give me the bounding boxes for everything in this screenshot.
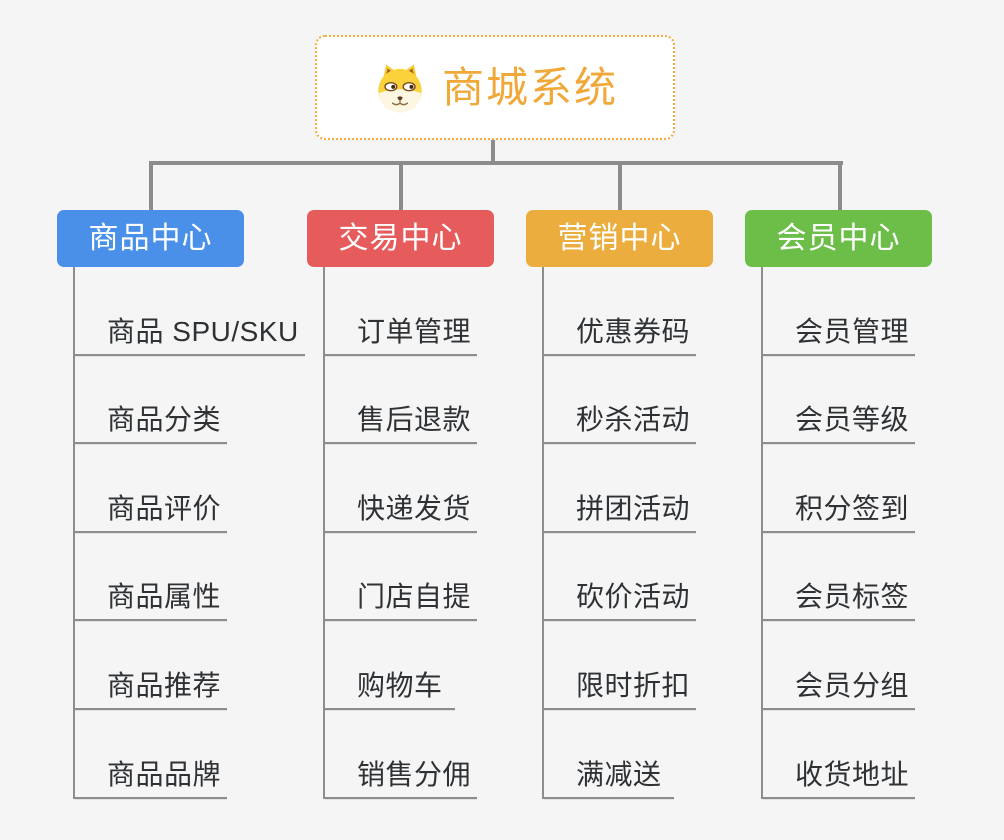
- mindmap-node-item[interactable]: 购物车: [325, 621, 455, 710]
- mindmap-node-item[interactable]: 会员管理: [763, 267, 916, 356]
- item-label: 砍价活动: [576, 581, 691, 613]
- mindmap-node-item[interactable]: 快递发货: [325, 444, 478, 533]
- branch-items-marketing: 优惠券码 秒杀活动 拼团活动 砍价活动 限时折扣 满减送: [542, 267, 776, 799]
- root-node[interactable]: 商城系统: [315, 35, 675, 140]
- branch-items-member: 会员管理 会员等级 积分签到 会员标签 会员分组 收货地址: [761, 267, 995, 799]
- item-label: 商品 SPU/SKU: [107, 315, 299, 347]
- mindmap-node-item[interactable]: 订单管理: [325, 267, 478, 356]
- branch-column-marketing: 营销中心 优惠券码 秒杀活动 拼团活动 砍价活动 限时折扣 满减送: [526, 210, 776, 799]
- shiba-dog-icon: [372, 62, 428, 114]
- mindmap-node-item[interactable]: 满减送: [544, 710, 674, 799]
- mindmap-node-item[interactable]: 会员分组: [763, 621, 916, 710]
- item-label: 满减送: [576, 758, 662, 790]
- branch-header-member[interactable]: 会员中心: [745, 210, 932, 267]
- item-label: 订单管理: [357, 315, 472, 347]
- branch-column-trade: 交易中心 订单管理 售后退款 快递发货 门店自提 购物车 销售分佣: [307, 210, 557, 799]
- branch-column-product: 商品中心 商品 SPU/SKU 商品分类 商品评价 商品属性 商品推荐 商品品牌: [57, 210, 307, 799]
- item-label: 商品推荐: [107, 669, 222, 701]
- connector-drop-product: [149, 161, 153, 210]
- mindmap-node-item[interactable]: 会员标签: [763, 533, 916, 622]
- mindmap-node-item[interactable]: 砍价活动: [544, 533, 697, 622]
- branch-column-member: 会员中心 会员管理 会员等级 积分签到 会员标签 会员分组 收货地址: [745, 210, 995, 799]
- connector-drop-trade: [399, 161, 403, 210]
- item-label: 商品评价: [107, 492, 222, 524]
- branch-header-marketing[interactable]: 营销中心: [526, 210, 713, 267]
- item-label: 积分签到: [795, 492, 910, 524]
- item-label: 收货地址: [795, 758, 910, 790]
- item-label: 优惠券码: [576, 315, 691, 347]
- root-title: 商城系统: [441, 63, 618, 111]
- mindmap-node-item[interactable]: 积分签到: [763, 444, 916, 533]
- mindmap-node-item[interactable]: 拼团活动: [544, 444, 697, 533]
- item-label: 购物车: [357, 669, 443, 701]
- mindmap-node-item[interactable]: 商品评价: [75, 444, 228, 533]
- mindmap-node-item[interactable]: 商品 SPU/SKU: [75, 267, 305, 356]
- connector-root-stem: [491, 140, 495, 162]
- mindmap-node-item[interactable]: 商品分类: [75, 356, 228, 445]
- item-label: 会员分组: [795, 669, 910, 701]
- item-label: 销售分佣: [357, 758, 472, 790]
- connector-drop-member: [838, 161, 842, 210]
- item-label: 商品分类: [107, 404, 222, 436]
- item-label: 快递发货: [357, 492, 472, 524]
- item-label: 限时折扣: [576, 669, 691, 701]
- item-label: 拼团活动: [576, 492, 691, 524]
- mindmap-node-item[interactable]: 销售分佣: [325, 710, 478, 799]
- branch-header-trade[interactable]: 交易中心: [307, 210, 494, 267]
- mindmap-node-item[interactable]: 秒杀活动: [544, 356, 697, 445]
- item-label: 会员标签: [795, 581, 910, 613]
- item-label: 秒杀活动: [576, 404, 691, 436]
- connector-rail: [149, 161, 843, 165]
- item-label: 商品属性: [107, 581, 222, 613]
- item-label: 会员管理: [795, 315, 910, 347]
- item-label: 商品品牌: [107, 758, 222, 790]
- item-label: 售后退款: [357, 404, 472, 436]
- mindmap-node-item[interactable]: 售后退款: [325, 356, 478, 445]
- item-label: 门店自提: [357, 581, 472, 613]
- mindmap-node-item[interactable]: 商品品牌: [75, 710, 228, 799]
- mindmap-node-item[interactable]: 门店自提: [325, 533, 478, 622]
- item-label: 会员等级: [795, 404, 910, 436]
- mindmap-node-item[interactable]: 限时折扣: [544, 621, 697, 710]
- branch-items-trade: 订单管理 售后退款 快递发货 门店自提 购物车 销售分佣: [323, 267, 557, 799]
- mindmap-node-item[interactable]: 优惠券码: [544, 267, 697, 356]
- connector-drop-marketing: [618, 161, 622, 210]
- mindmap-node-item[interactable]: 商品推荐: [75, 621, 228, 710]
- branch-header-product[interactable]: 商品中心: [57, 210, 244, 267]
- mindmap-node-item[interactable]: 商品属性: [75, 533, 228, 622]
- branch-items-product: 商品 SPU/SKU 商品分类 商品评价 商品属性 商品推荐 商品品牌: [73, 267, 307, 799]
- mindmap-node-item[interactable]: 会员等级: [763, 356, 916, 445]
- mindmap-node-item[interactable]: 收货地址: [763, 710, 916, 799]
